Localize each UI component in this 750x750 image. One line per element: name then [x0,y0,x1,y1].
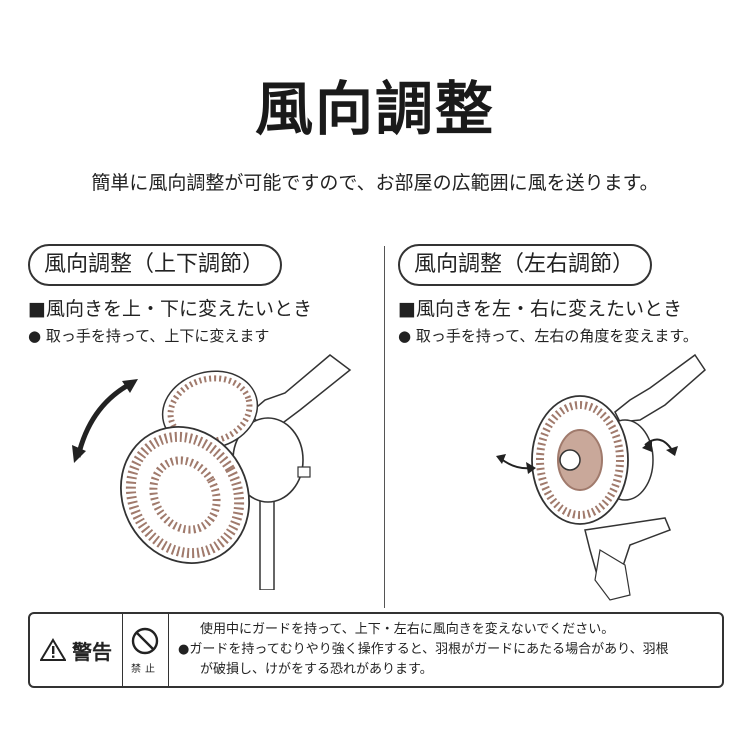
page-subtitle: 簡単に風向調整が可能ですので、お部屋の広範囲に風を送ります。 [91,172,659,194]
page-title: 風向調整 [254,75,495,143]
warning-label: 警告 [72,639,112,664]
warning-triangle-icon [40,638,66,661]
vertical-adjust-heading: 風向調整（上下調節） [28,244,283,286]
vertical-adjust-instruction: ■風向きを上・下に変えたいとき [28,298,312,320]
warning-label-cell: 警告 [30,614,123,686]
horizontal-adjust-section: 風向調整（左右調節） ■風向きを左・右に変えたいとき ● 取っ手を持って、左右の… [398,244,728,346]
warning-line-3: が破損し、けがをする恐れがあります。 [200,662,433,677]
horizontal-swivel-illustration [496,353,706,601]
vertical-adjust-step: ● 取っ手を持って、上下に変えます [28,327,270,345]
fan-guard-front [120,426,250,564]
clip-fan-guard [531,395,629,525]
prohibition-label: 禁止 [131,663,159,675]
warning-box: 警告 禁止 使用中にガードを持って、上下・左右に風向きを変えないでください。 ●… [28,612,724,688]
horizontal-adjust-heading: 風向調整（左右調節） [398,244,653,286]
vertical-tilt-illustration [72,354,352,590]
horizontal-adjust-instruction: ■風向きを左・右に変えたいとき [398,298,682,320]
section-divider [384,246,385,608]
warning-line-2: ●ガードを持ってむりやり強く操作すると、羽根がガードにあたる場合があり、羽根 [178,642,669,657]
prohibition-cell: 禁止 [122,614,169,686]
warning-line-1: 使用中にガードを持って、上下・左右に風向きを変えないでください。 [200,622,615,637]
vertical-adjust-section: 風向調整（上下調節） ■風向きを上・下に変えたいとき ● 取っ手を持って、上下に… [28,244,378,346]
prohibition-icon [131,627,159,654]
warning-text: 使用中にガードを持って、上下・左右に風向きを変えないでください。 ●ガードを持っ… [178,620,718,680]
horizontal-adjust-step: ● 取っ手を持って、左右の角度を変えます。 [398,327,698,345]
